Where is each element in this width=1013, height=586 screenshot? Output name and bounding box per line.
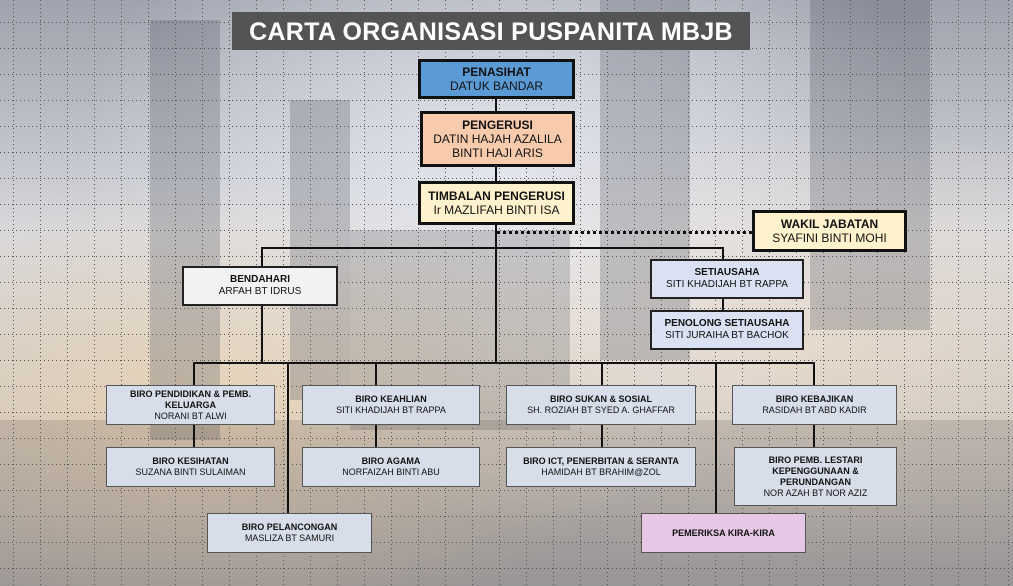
chart-title: CARTA ORGANISASI PUSPANITA MBJB [232,12,750,50]
bendahari-name: ARFAH BT IDRUS [218,286,302,297]
penasihat-name: DATUK BANDAR [449,79,544,93]
node-biro-agama: BIRO AGAMA NORFAIZAH BINTI ABU [302,447,480,487]
node-biro-ict: BIRO ICT, PENERBITAN & SERANTA HAMIDAH B… [506,447,696,487]
pelancongan-name: MASLIZA BT SAMURI [244,533,335,543]
pelancongan-role: BIRO PELANCONGAN [241,522,338,532]
pendidikan-name: NORANI BT ALWI [154,410,227,421]
node-biro-pendidikan: BIRO PENDIDIKAN & PEMB. KELUARGA NORANI … [106,385,275,425]
keahlian-role: BIRO KEAHLIAN [355,394,427,404]
ict-role: BIRO ICT, PENERBITAN & SERANTA [523,456,679,466]
pengerusi-name-2: BINTI HAJI ARIS [452,146,543,160]
pengerusi-name: DATIN HAJAH AZALILA [433,132,562,146]
sukan-name: SH. ROZIAH BT SYED A. GHAFFAR [527,405,675,415]
pendidikan-role: BIRO PENDIDIKAN & PEMB. [129,388,251,399]
kebajikan-role: BIRO KEBAJIKAN [775,394,854,404]
node-biro-lestari: BIRO PEMB. LESTARI KEPENGGUNAAN & PERUND… [734,447,897,506]
agama-name: NORFAIZAH BINTI ABU [342,467,440,477]
node-wakil-jabatan: WAKIL JABATAN SYAFINI BINTI MOHI [752,210,907,252]
sukan-role: BIRO SUKAN & SOSIAL [549,394,652,404]
setiausaha-name: SITI KHADIJAH BT RAPPA [666,279,788,290]
node-pengerusi: PENGERUSI DATIN HAJAH AZALILA BINTI HAJI… [420,111,575,167]
timbalan-name: Ir MAZLIFAH BINTI ISA [433,203,560,217]
bendahari-role: BENDAHARI [230,274,290,285]
node-biro-keahlian: BIRO KEAHLIAN SITI KHADIJAH BT RAPPA [302,385,480,425]
node-penasihat: PENASIHAT DATUK BANDAR [418,59,575,99]
lestari-role-2: KEPENGGUNAAN & [772,465,859,476]
wakil-role: WAKIL JABATAN [780,217,879,231]
penasihat-role: PENASIHAT [462,65,531,79]
agama-role: BIRO AGAMA [361,456,421,466]
node-biro-sukan: BIRO SUKAN & SOSIAL SH. ROZIAH BT SYED A… [506,385,696,425]
kesihatan-name: SUZANA BINTI SULAIMAN [135,467,246,477]
kebajikan-name: RASIDAH BT ABD KADIR [762,405,867,415]
lestari-name: NOR AZAH BT NOR AZIZ [763,487,868,498]
pendidikan-role-2: KELUARGA [165,399,216,410]
pemeriksa-role: PEMERIKSA KIRA-KIRA [672,527,775,538]
node-pemeriksa-kira-kira: PEMERIKSA KIRA-KIRA [641,513,806,553]
wakil-name: SYAFINI BINTI MOHI [772,231,887,245]
node-penolong-setiausaha: PENOLONG SETIAUSAHA SITI JURAIHA BT BACH… [650,310,804,350]
node-setiausaha: SETIAUSAHA SITI KHADIJAH BT RAPPA [650,259,804,299]
ict-name: HAMIDAH BT BRAHIM@ZOL [541,467,661,477]
node-biro-kesihatan: BIRO KESIHATAN SUZANA BINTI SULAIMAN [106,447,275,487]
node-biro-pelancongan: BIRO PELANCONGAN MASLIZA BT SAMURI [207,513,372,553]
node-timbalan-pengerusi: TIMBALAN PENGERUSI Ir MAZLIFAH BINTI ISA [418,181,575,225]
node-bendahari: BENDAHARI ARFAH BT IDRUS [182,266,338,306]
penolong-name: SITI JURAIHA BT BACHOK [665,330,789,341]
penolong-role: PENOLONG SETIAUSAHA [664,318,790,329]
lestari-role: BIRO PEMB. LESTARI [768,454,863,465]
timbalan-role: TIMBALAN PENGERUSI [428,189,565,203]
lestari-role-3: PERUNDANGAN [779,476,851,487]
kesihatan-role: BIRO KESIHATAN [152,456,229,466]
pengerusi-role: PENGERUSI [462,118,533,132]
setiausaha-role: SETIAUSAHA [694,267,760,278]
keahlian-name: SITI KHADIJAH BT RAPPA [336,405,446,415]
node-biro-kebajikan: BIRO KEBAJIKAN RASIDAH BT ABD KADIR [732,385,897,425]
